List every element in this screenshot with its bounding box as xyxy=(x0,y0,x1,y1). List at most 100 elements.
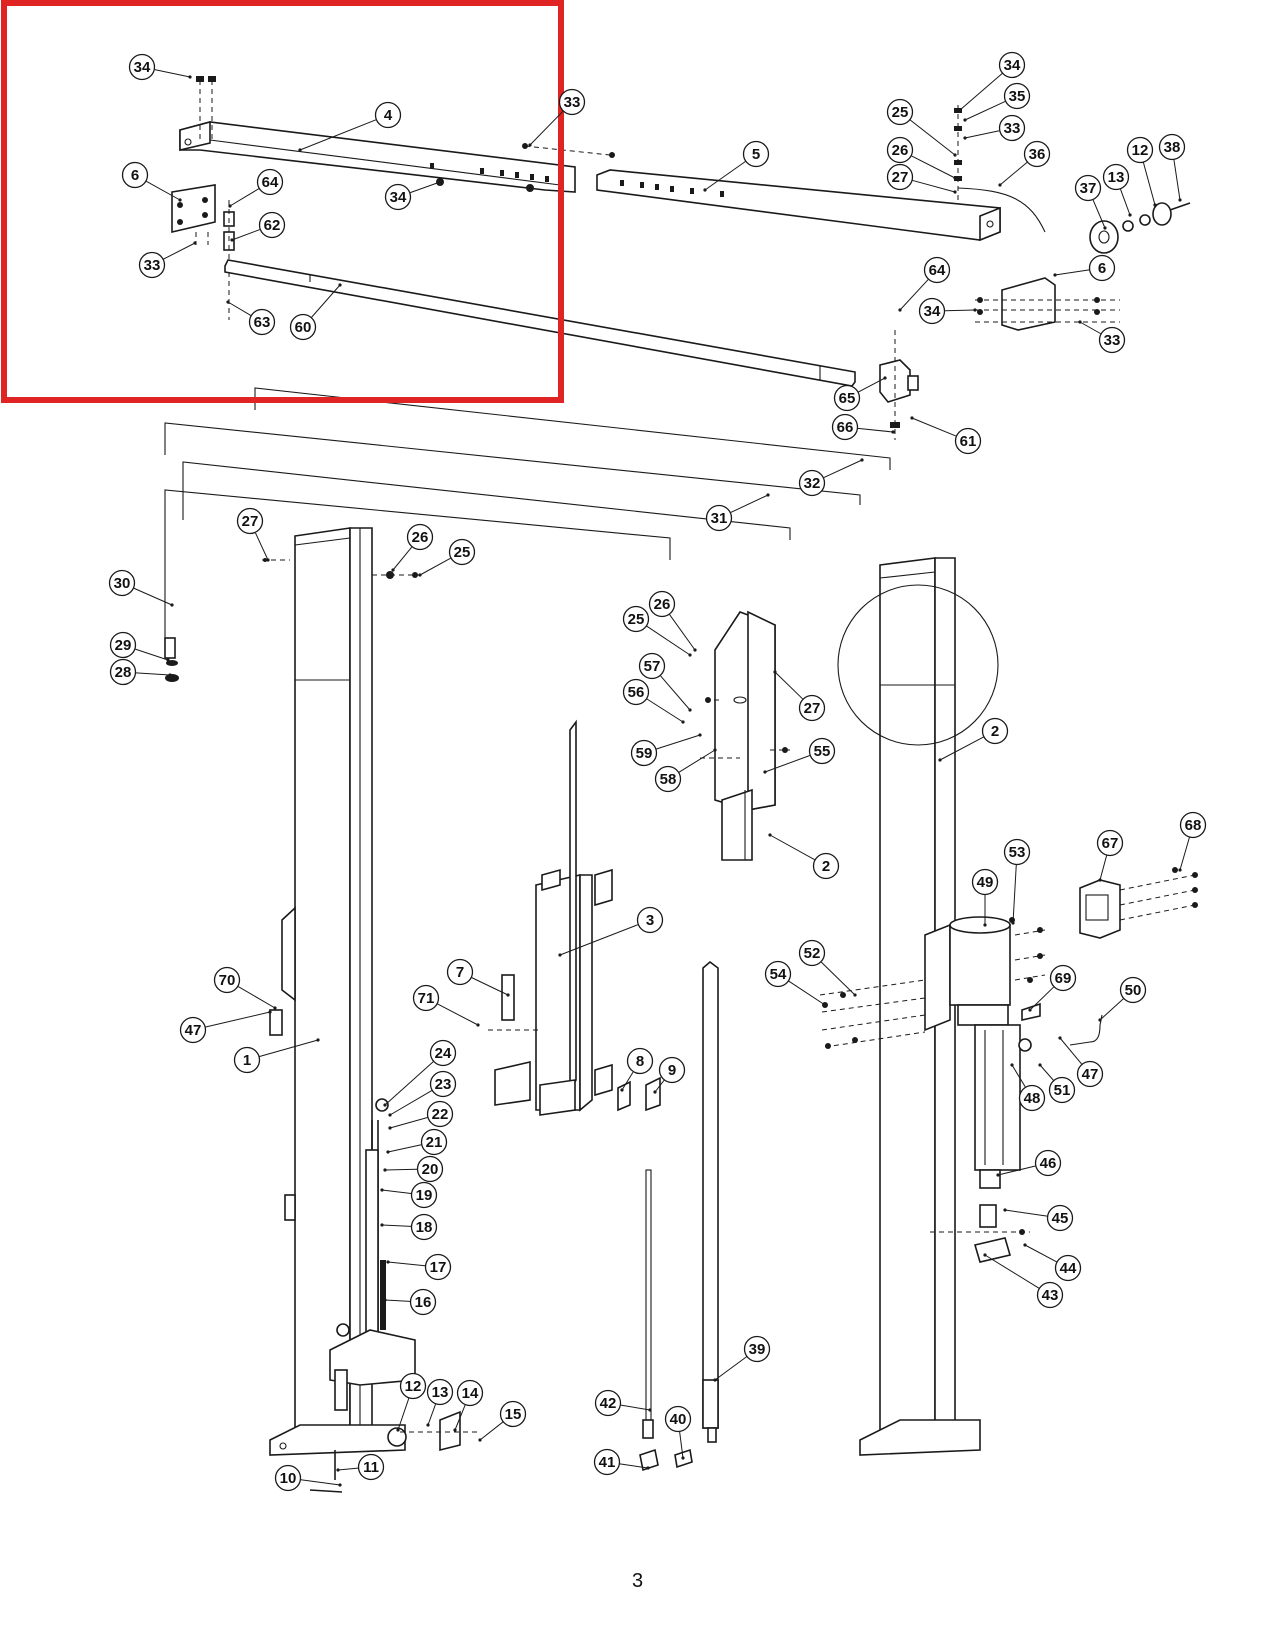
callout-37: 37 xyxy=(1074,174,1107,230)
callout-71: 71 xyxy=(412,984,480,1027)
power-unit xyxy=(924,916,1103,1263)
callout-5: 5 xyxy=(703,140,770,192)
callout-leader xyxy=(656,734,701,750)
callout-balloon xyxy=(1119,976,1147,1004)
callout-tip xyxy=(1010,1063,1014,1067)
callout-number: 14 xyxy=(462,1385,479,1402)
callout-tip xyxy=(528,143,532,147)
callout-balloon xyxy=(1158,133,1186,161)
callout-tip xyxy=(1038,1063,1042,1067)
callout-number: 56 xyxy=(628,684,645,701)
callout-tip xyxy=(426,1423,430,1427)
callout-2: 2 xyxy=(768,833,840,880)
callout-leader xyxy=(1029,986,1055,1011)
callout-balloon xyxy=(1049,964,1077,992)
callout-leader xyxy=(964,100,1006,121)
callout-tip xyxy=(336,1468,340,1472)
callout-balloon xyxy=(630,739,658,767)
callout-39: 39 xyxy=(713,1335,771,1382)
callout-balloon xyxy=(1088,254,1116,282)
callout-36: 36 xyxy=(998,140,1051,187)
callout-balloon xyxy=(429,1070,457,1098)
callout-leader xyxy=(135,648,169,661)
callout-tip xyxy=(338,283,342,287)
callout-34: 34 xyxy=(128,53,192,81)
callout-balloon xyxy=(971,868,999,896)
callout-number: 22 xyxy=(432,1106,449,1123)
callout-62: 62 xyxy=(230,211,286,242)
callout-number: 64 xyxy=(929,262,946,279)
callout-balloon xyxy=(743,1335,771,1363)
callout-balloon xyxy=(705,504,733,532)
callout-number: 38 xyxy=(1164,139,1181,156)
callout-10: 10 xyxy=(274,1464,342,1492)
callout-1: 1 xyxy=(233,1038,320,1074)
callout-number: 6 xyxy=(1098,260,1106,277)
callout-16: 16 xyxy=(383,1288,437,1316)
callout-9: 9 xyxy=(653,1056,686,1094)
callout-number: 9 xyxy=(668,1062,676,1079)
callout-2: 2 xyxy=(938,717,1009,762)
callout-balloon xyxy=(998,114,1026,142)
callout-leader xyxy=(1079,321,1101,335)
callout-34: 34 xyxy=(918,297,977,325)
callout-balloon xyxy=(664,1405,692,1433)
callout-leader xyxy=(619,1463,649,1469)
callout-leader xyxy=(714,1356,747,1381)
callout-tip xyxy=(688,708,692,712)
callout-number: 50 xyxy=(1125,982,1142,999)
callout-number: 61 xyxy=(960,433,977,450)
callout-34: 34 xyxy=(384,180,442,211)
callout-leader xyxy=(997,1165,1036,1176)
callout-leader xyxy=(299,119,377,151)
callout-balloon xyxy=(416,1155,444,1183)
callout-58: 58 xyxy=(654,748,717,793)
callout-50: 50 xyxy=(1098,976,1147,1022)
callout-tip xyxy=(1078,320,1082,324)
callout-balloon xyxy=(121,161,149,189)
callout-leader xyxy=(337,1467,359,1471)
callout-number: 17 xyxy=(430,1259,447,1276)
callout-leader xyxy=(944,309,976,312)
callout-balloon xyxy=(248,308,276,336)
sync-shaft xyxy=(224,259,856,387)
callout-balloon xyxy=(558,88,586,116)
callout-number: 26 xyxy=(412,529,429,546)
callout-balloon xyxy=(622,678,650,706)
callout-number: 40 xyxy=(670,1411,687,1428)
callout-leader xyxy=(788,980,826,1006)
callout-balloon xyxy=(798,694,826,722)
callout-tip xyxy=(860,458,864,462)
callout-65: 65 xyxy=(833,376,887,412)
callout-balloon xyxy=(831,413,859,441)
mounting-bracket-right xyxy=(975,277,1120,331)
callout-number: 39 xyxy=(749,1341,766,1358)
callout-number: 34 xyxy=(1004,57,1021,74)
callout-20: 20 xyxy=(383,1155,444,1183)
callout-26: 26 xyxy=(648,590,697,652)
callout-tip xyxy=(228,204,232,208)
callout-balloon xyxy=(764,960,792,988)
callout-leader xyxy=(419,557,451,576)
callout-tip xyxy=(681,720,685,724)
callout-number: 71 xyxy=(418,990,435,1007)
callout-69: 69 xyxy=(1028,964,1077,1012)
callout-number: 49 xyxy=(977,874,994,891)
callout-number: 68 xyxy=(1185,817,1202,834)
callout-balloon xyxy=(410,1213,438,1241)
callout-tip xyxy=(478,1438,482,1442)
callout-number: 13 xyxy=(1108,169,1125,186)
callout-number: 33 xyxy=(1004,120,1021,137)
callout-tip xyxy=(266,558,270,562)
callout-68: 68 xyxy=(1178,811,1207,872)
callout-54: 54 xyxy=(764,960,827,1007)
callout-tip xyxy=(226,300,230,304)
callout-tip xyxy=(391,568,395,572)
callout-tip xyxy=(973,308,977,312)
callout-number: 58 xyxy=(660,771,677,788)
callout-64: 64 xyxy=(898,256,951,312)
bolts-top-left xyxy=(196,76,615,192)
callout-number: 32 xyxy=(804,475,821,492)
callout-26: 26 xyxy=(886,136,957,180)
